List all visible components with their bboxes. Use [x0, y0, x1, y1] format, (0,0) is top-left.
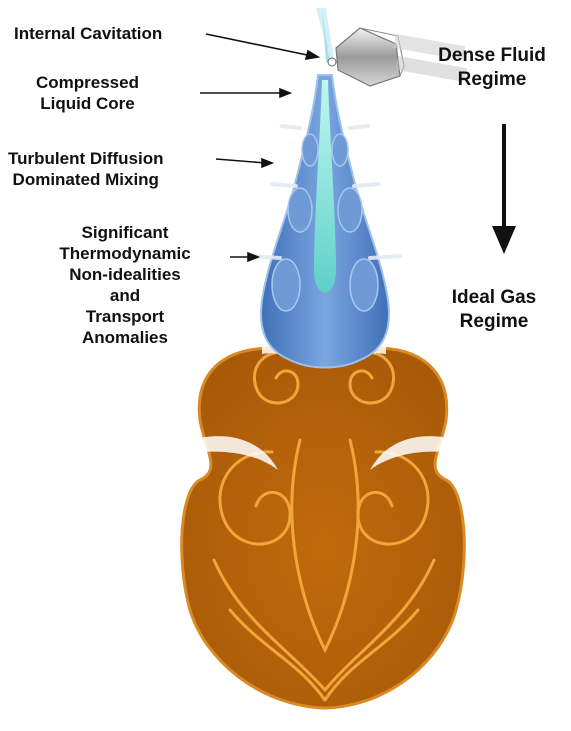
label-ideal-gas-regime: Ideal Gas Regime [432, 286, 556, 334]
label-line: Regime [424, 68, 560, 92]
label-line: Turbulent Diffusion [8, 148, 164, 169]
label-line: Thermodynamic [22, 243, 228, 264]
label-nonidealities: Significant Thermodynamic Non-idealities… [22, 222, 228, 348]
label-compressed-liquid-core: Compressed Liquid Core [36, 72, 139, 114]
label-dense-fluid-regime: Dense Fluid Regime [424, 44, 560, 92]
label-line: and [22, 285, 228, 306]
orange-plume [182, 344, 465, 708]
regime-transition-arrow [492, 124, 516, 254]
label-internal-cavitation: Internal Cavitation [14, 23, 162, 44]
label-line: Dominated Mixing [8, 169, 164, 190]
label-line: Anomalies [22, 327, 228, 348]
label-line: Regime [432, 310, 556, 334]
arrow-internal-cavitation [206, 34, 312, 56]
label-line: Ideal Gas [432, 286, 556, 310]
blue-jet [250, 75, 400, 368]
label-line: Transport [22, 306, 228, 327]
arrow-turbulent-mixing [216, 159, 266, 163]
label-line: Significant [22, 222, 228, 243]
label-turbulent-diffusion: Turbulent Diffusion Dominated Mixing [8, 148, 164, 190]
label-line: Non-idealities [22, 264, 228, 285]
label-line: Dense Fluid [424, 44, 560, 68]
label-line: Liquid Core [36, 93, 139, 114]
label-line: Compressed [36, 72, 139, 93]
